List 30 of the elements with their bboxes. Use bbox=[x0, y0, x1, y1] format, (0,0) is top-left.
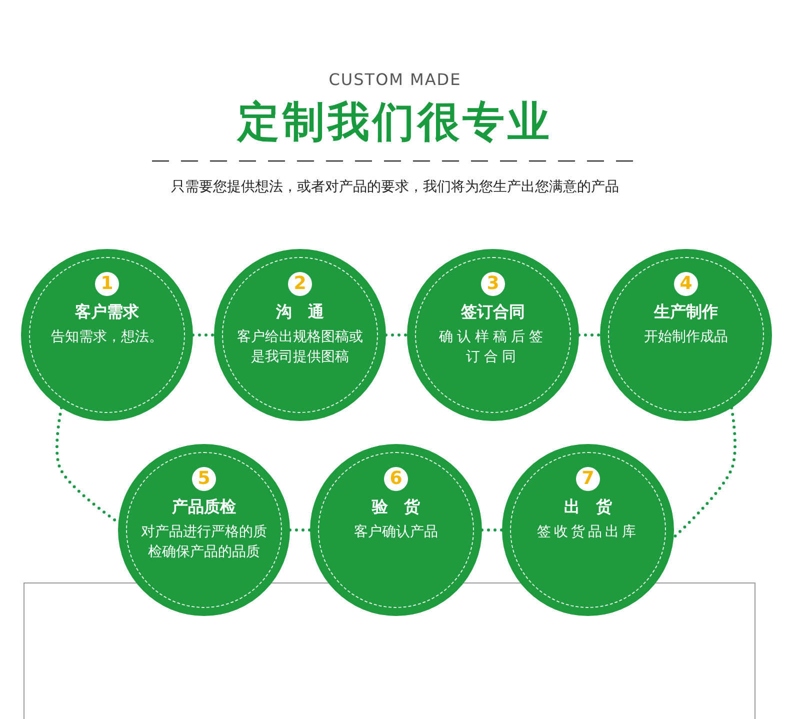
tagline-text: 只需要您提供想法，或者对产品的要求，我们将为您生产出您满意的产品 bbox=[171, 179, 619, 195]
dotted-connector bbox=[384, 334, 408, 336]
step-title: 客户需求 bbox=[75, 302, 139, 323]
step-description: 开始制作成品 bbox=[643, 328, 729, 347]
subtitle-text: CUSTOM MADE bbox=[328, 70, 462, 89]
step-number: 1 bbox=[95, 272, 119, 296]
title: 定制我们很专业 bbox=[238, 97, 552, 146]
dotted-connector bbox=[578, 334, 602, 336]
step-description: 告知需求，想法。 bbox=[50, 328, 164, 347]
dotted-connector bbox=[288, 528, 312, 532]
step-title: 验 货 bbox=[372, 497, 420, 518]
step-number: 5 bbox=[192, 467, 216, 491]
step-title: 沟 通 bbox=[276, 302, 324, 323]
dotted-connector bbox=[672, 406, 736, 539]
step-number: 6 bbox=[384, 467, 408, 491]
step-number: 4 bbox=[674, 272, 698, 296]
step-description: 客户给出规格图稿或是我司提供图稿 bbox=[236, 328, 364, 367]
step-title: 签订合同 bbox=[461, 302, 525, 323]
step-description: 对产品进行严格的质检确保产品的品质 bbox=[140, 523, 268, 562]
step-title: 产品质检 bbox=[172, 497, 236, 518]
step-number: 3 bbox=[481, 272, 505, 296]
step-description: 确认样稿后签订合同 bbox=[438, 328, 548, 367]
dotted-connector bbox=[480, 528, 504, 532]
step-title: 出 货 bbox=[564, 497, 612, 518]
step-title: 生产制作 bbox=[654, 302, 718, 323]
step-description: 客户确认产品 bbox=[353, 523, 439, 542]
dotted-connector bbox=[192, 334, 216, 336]
step-description: 签收货品出库 bbox=[536, 523, 640, 542]
step-number: 2 bbox=[288, 272, 312, 296]
step-number: 7 bbox=[576, 467, 600, 491]
